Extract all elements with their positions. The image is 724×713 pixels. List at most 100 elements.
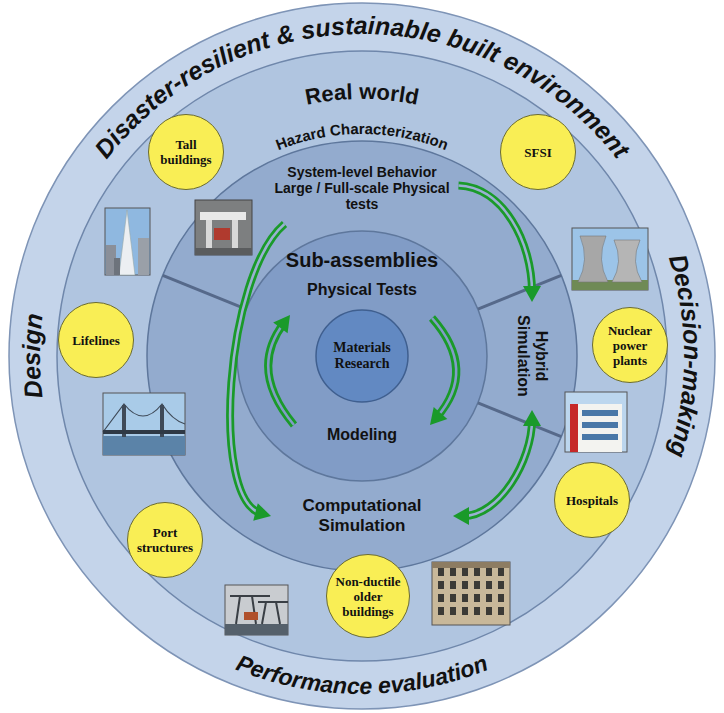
older-building-photo: [432, 562, 510, 625]
cooling-tower-photo: [578, 236, 608, 282]
theme-label: Performance evaluation: [233, 650, 491, 699]
flow-arrow: [453, 410, 541, 525]
arrow-line: [230, 224, 284, 513]
circle-layers: [316, 310, 408, 402]
structure-label: SFSI: [506, 145, 570, 160]
structure-circle: Non-ductile older buildings: [326, 554, 410, 638]
sector-label: System-level Behavior Large / Full-scale…: [270, 164, 455, 212]
cycle-arrow: [268, 323, 294, 425]
circle-label: Sub-assemblies: [237, 249, 487, 271]
lab-test-photo: [195, 200, 252, 255]
older-building-photo: [432, 562, 510, 568]
hospital-photo: [565, 392, 627, 452]
arrow-line: [230, 224, 284, 513]
tall-building-photo: [105, 208, 150, 275]
structure-label: Lifelines: [64, 333, 128, 348]
cycle-arrow: [268, 315, 456, 425]
region-label: Real world: [303, 79, 421, 110]
port-crane-photo: [225, 624, 288, 635]
sub-assemblies-circle: Sub-assembliesPhysical TestsModeling Mate…: [237, 231, 487, 481]
real-world-circle: Real worldHazard CharacterizationTall bu…: [57, 51, 667, 661]
theme-label: Performance evaluation: [233, 650, 491, 699]
bridge-photo: [103, 393, 185, 455]
structure-circle: Hospitals: [554, 462, 630, 538]
arrow-line: [459, 186, 533, 292]
arrow-line: [463, 420, 532, 516]
theme-label: Design: [17, 312, 48, 400]
circle-layers: [9, 3, 715, 709]
port-crane-photo: [230, 596, 288, 624]
flow-arrow: [230, 224, 284, 521]
bridge-photo: [103, 436, 185, 455]
ring-sector-label: Computational Simulation: [277, 496, 447, 536]
region-label: Real world: [303, 79, 421, 110]
structure-circle: Port structures: [127, 502, 203, 578]
hospital-photo: [582, 422, 618, 428]
tall-building-photo: [114, 258, 120, 275]
cooling-tower-photo: [612, 240, 642, 282]
lab-test-photo: [195, 200, 252, 255]
ring-sector-label: Hybrid Simulation: [514, 308, 550, 404]
circle-label: Physical Tests: [237, 281, 487, 299]
sector-divider: [163, 275, 562, 436]
arrow-line: [463, 420, 532, 516]
hospital-photo: [582, 434, 618, 440]
structure-circle: SFSI: [500, 114, 576, 190]
bridge-photo: [103, 404, 185, 432]
lab-test-photo: [200, 212, 246, 220]
structure-label: Nuclear power plants: [598, 323, 662, 368]
arrow-line: [459, 186, 533, 292]
cycle-arrow: [273, 315, 290, 333]
structure-label: Port structures: [133, 525, 197, 555]
circle-layers: [9, 3, 715, 709]
flow-arrow: [459, 186, 542, 302]
tall-building-photo: [138, 238, 149, 275]
structure-label: Hospitals: [560, 493, 624, 508]
port-crane-photo: [225, 585, 288, 635]
region-label: Hazard Characterization: [273, 120, 451, 153]
cycle-arrow: [432, 318, 456, 418]
hospital-photo: [582, 410, 618, 416]
circle-layers: [147, 141, 577, 571]
sector-label: Computational Simulation: [277, 496, 447, 536]
theme-label: Decision-making: [664, 251, 707, 461]
outer-theme-ring: Disaster-resilient & sustainable built e…: [9, 3, 715, 709]
structure-circle: Tall buildings: [148, 114, 224, 190]
circle-label: Modeling: [237, 426, 487, 444]
cycle-arrow: [430, 407, 447, 425]
hospital-photo: [570, 404, 578, 452]
cycle-arrow: [432, 318, 456, 418]
region-label: Hazard Characterization: [273, 120, 451, 153]
structure-circle: Nuclear power plants: [592, 307, 668, 383]
hospital-photo: [570, 404, 622, 452]
sector-divider: [163, 275, 246, 309]
cooling-tower-photo: [572, 228, 648, 290]
lab-test-photo: [232, 220, 238, 250]
port-crane-photo: [244, 612, 258, 620]
bridge-photo: [103, 430, 185, 434]
structure-circle: Lifelines: [58, 302, 134, 378]
lab-test-photo: [206, 220, 212, 250]
arrow-head: [523, 410, 541, 426]
arrow-head: [523, 286, 541, 302]
older-building-photo: [436, 568, 508, 620]
sector-label: Hybrid Simulation: [514, 308, 550, 404]
arrow-head: [453, 507, 469, 525]
port-crane-photo: [225, 585, 288, 635]
core-label: Materials Research: [323, 340, 401, 372]
cooling-tower-photo: [572, 228, 648, 290]
core-circle: Materials Research: [316, 310, 408, 402]
lab-test-photo: [195, 248, 252, 255]
sector-divider: [478, 403, 561, 437]
structure-label: Non-ductile older buildings: [332, 574, 404, 619]
port-crane-photo: [258, 602, 288, 624]
hospital-photo: [565, 392, 627, 452]
theme-label: Design: [17, 312, 48, 400]
older-building-photo: [432, 562, 510, 625]
structure-label: Tall buildings: [154, 137, 218, 167]
cycle-arrow: [268, 323, 294, 425]
tall-building-photo: [119, 210, 135, 275]
sector-divider: [478, 275, 561, 309]
ring-sector-label: System-level Behavior Large / Full-scale…: [270, 164, 455, 212]
